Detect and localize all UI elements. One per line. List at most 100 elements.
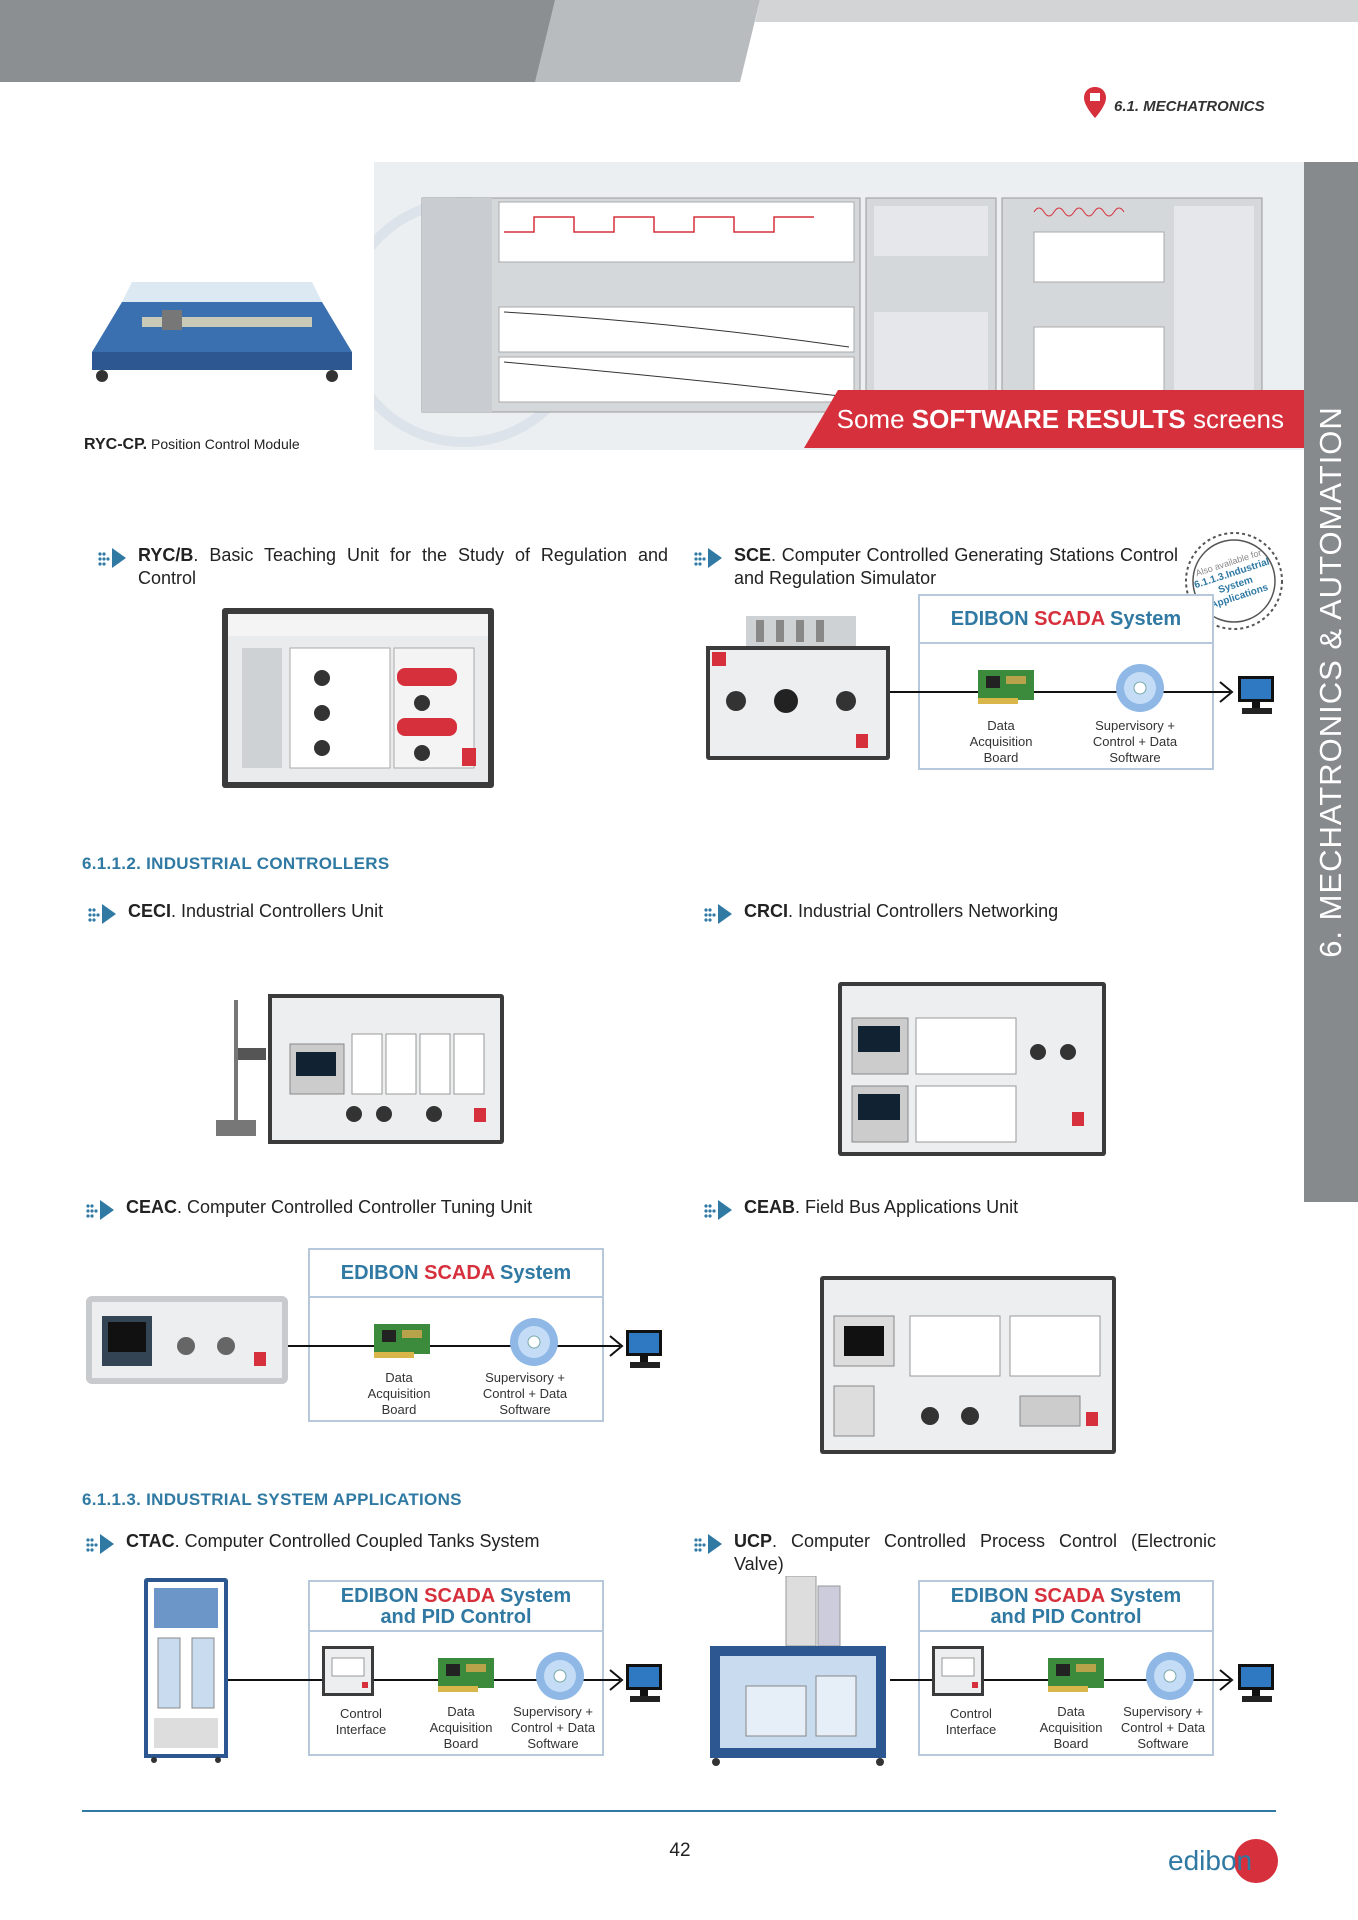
scada-title-pre: EDIBON: [950, 608, 1035, 630]
pid-line-pre: and: [380, 1606, 422, 1628]
computer-icon: [626, 1330, 662, 1368]
scada-title-post: System: [1104, 1585, 1182, 1607]
ctac-code: CTAC: [126, 1531, 175, 1551]
ctac-scada-title-box: EDIBON SCADA System and PID Control: [308, 1580, 604, 1632]
daq-board-icon: [1048, 1658, 1104, 1692]
scada-title-pre: EDIBON: [340, 1262, 425, 1284]
daq-line-2: Acquisition: [969, 734, 1033, 749]
scada-title-red: SCADA: [1034, 608, 1105, 630]
daq-line-3: Board: [443, 1736, 479, 1751]
ceab-code: CEAB: [744, 1197, 796, 1217]
edibon-logo: edibon: [1168, 1839, 1278, 1883]
control-interface-icon: [322, 1646, 374, 1696]
section-tag: 6.1. MECHATRONICS: [1082, 84, 1282, 124]
sw-line-3: Software: [1109, 750, 1161, 765]
rycb-code: RYC/B: [138, 545, 194, 565]
sw-line-3: Software: [527, 1736, 579, 1751]
daq-board-icon: [438, 1658, 494, 1692]
bullet-arrow-icon: [98, 548, 126, 568]
scada-title-red: SCADA: [1034, 1585, 1105, 1607]
ryc-cp-caption: RYC-CP. Position Control Module: [84, 436, 384, 454]
sce-scada-diagram: [918, 642, 1214, 770]
pid-line-bold: PID Control: [1031, 1606, 1142, 1628]
ceac-text: . Computer Controlled Controller Tuning …: [177, 1197, 533, 1217]
scada-title-red: SCADA: [424, 1585, 495, 1607]
sw-line-2: Control + Data: [482, 1386, 568, 1401]
ucp-photo: [710, 1576, 886, 1766]
section-tag-label: 6.1. MECHATRONICS: [1114, 98, 1265, 115]
scada-title-post: System: [494, 1585, 572, 1607]
bullet-arrow-icon: [86, 1534, 114, 1554]
bullet-arrow-icon: [704, 904, 732, 924]
daq-line-3: Board: [381, 1402, 417, 1417]
ceac-scada-title-box: EDIBON SCADA System: [308, 1248, 604, 1298]
bullet-arrow-icon: [86, 1200, 114, 1220]
sce-photo: [706, 616, 890, 760]
software-ribbon-bold: SOFTWARE RESULTS: [911, 404, 1186, 434]
ucp-text: . Computer Controlled Process Control (E…: [734, 1531, 1216, 1574]
edibon-logo-text: edibon: [1168, 1845, 1252, 1876]
sw-line-1: Supervisory +: [485, 1370, 565, 1385]
daq-line-1: Data: [1057, 1704, 1085, 1719]
crci-text: . Industrial Controllers Networking: [788, 901, 1059, 921]
ceci-photo: [216, 994, 504, 1144]
ci-line-2: Interface: [945, 1722, 997, 1737]
item-title-crci: CRCI. Industrial Controllers Networking: [700, 900, 1200, 926]
subheading-industrial-system-applications: 6.1.1.3. INDUSTRIAL SYSTEM APPLICATIONS: [82, 1490, 462, 1509]
scada-title-post: System: [1104, 608, 1182, 630]
top-banner: [0, 0, 1358, 82]
item-title-rycb: RYC/B. Basic Teaching Unit for the Study…: [94, 544, 668, 594]
sce-text: . Computer Controlled Generating Station…: [734, 545, 1178, 588]
daq-line-1: Data: [385, 1370, 413, 1385]
page-number: 42: [669, 1840, 691, 1861]
bullet-arrow-icon: [88, 904, 116, 924]
sw-line-2: Control + Data: [1120, 1720, 1206, 1735]
item-title-ceab: CEAB. Field Bus Applications Unit: [700, 1196, 1200, 1222]
ceac-scada-diagram: [308, 1296, 604, 1422]
ceci-code: CECI: [128, 901, 172, 921]
ctac-photo: [144, 1578, 228, 1763]
pid-line-pre: and: [990, 1606, 1032, 1628]
ryc-cp-photo: [92, 282, 352, 382]
item-title-ucp: UCP. Computer Controlled Process Control…: [690, 1530, 1216, 1580]
ceac-scada-connectors: [288, 1335, 624, 1357]
ci-line-1: Control: [340, 1706, 382, 1721]
rycb-photo: [222, 608, 494, 788]
daq-line-2: Acquisition: [1039, 1720, 1103, 1735]
sw-line-3: Software: [1137, 1736, 1189, 1751]
crci-code: CRCI: [744, 901, 788, 921]
ceac-photo: [86, 1296, 288, 1384]
computer-icon: [1238, 1664, 1274, 1702]
bullet-arrow-icon: [694, 548, 722, 568]
ucp-scada-title-box: EDIBON SCADA System and PID Control: [918, 1580, 1214, 1632]
daq-line-1: Data: [987, 718, 1015, 733]
rycb-text: . Basic Teaching Unit for the Study of R…: [138, 545, 668, 588]
crci-photo: [838, 982, 1106, 1156]
side-tab-label: 6. MECHATRONICS & AUTOMATION: [1313, 406, 1348, 958]
daq-board-icon: [374, 1324, 430, 1358]
sce-scada-connectors: [890, 681, 1234, 703]
software-cd-icon: [510, 1318, 558, 1366]
sw-line-2: Control + Data: [510, 1720, 596, 1735]
ceab-text: . Field Bus Applications Unit: [795, 1197, 1019, 1217]
control-interface-icon: [932, 1646, 984, 1696]
sce-scada-title-box: EDIBON SCADA System: [918, 594, 1214, 644]
scada-title-post: System: [494, 1262, 572, 1284]
software-cd-icon: [1146, 1652, 1194, 1700]
daq-line-2: Acquisition: [367, 1386, 431, 1401]
software-ribbon-post: screens: [1185, 404, 1284, 434]
pid-line-bold: PID Control: [421, 1606, 532, 1628]
sw-line-1: Supervisory +: [1095, 718, 1175, 733]
ctac-text: . Computer Controlled Coupled Tanks Syst…: [174, 1531, 540, 1551]
ucp-code: UCP: [734, 1531, 773, 1551]
